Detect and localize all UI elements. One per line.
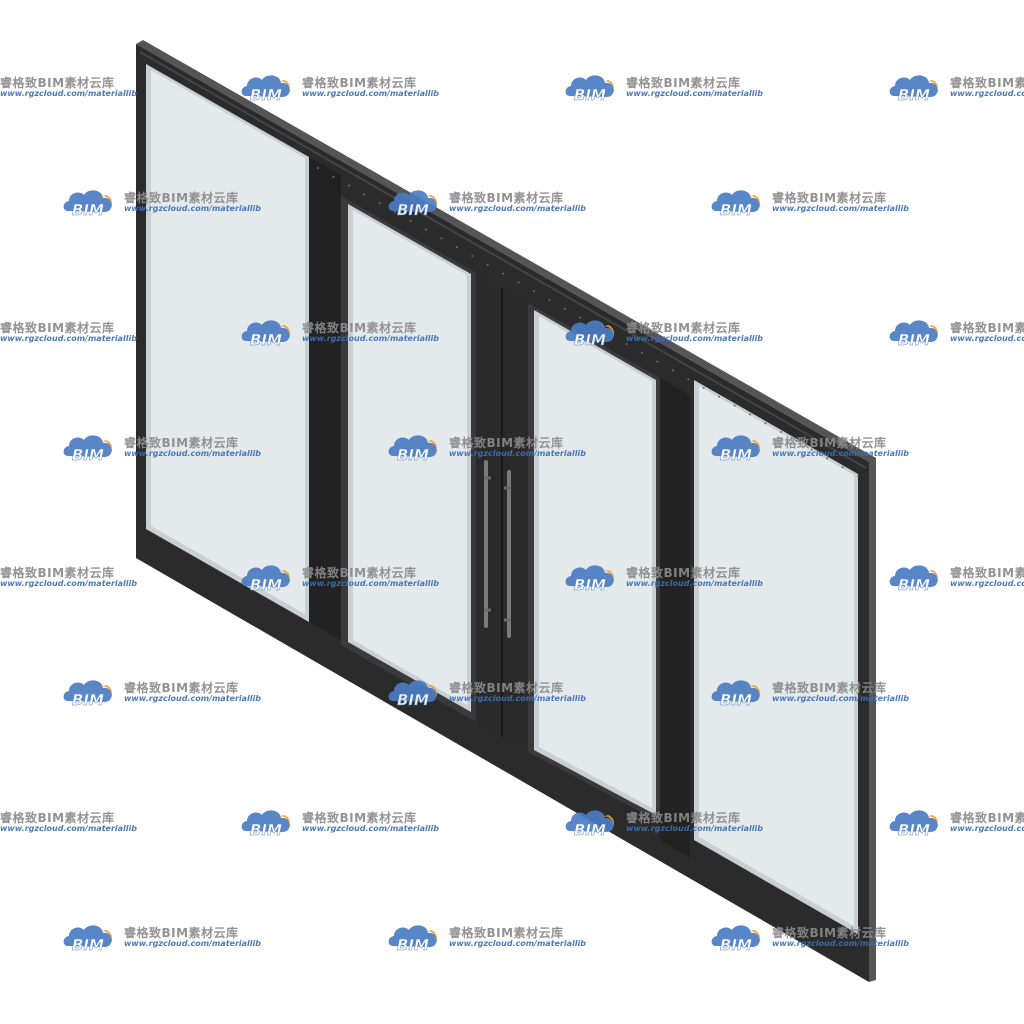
rivet: [455, 246, 458, 249]
glass-panel-3: [528, 303, 660, 822]
rivet: [517, 281, 520, 284]
rivet: [779, 431, 782, 433]
door-handles: [484, 460, 511, 638]
rivet: [579, 316, 582, 319]
rivet: [548, 299, 551, 301]
rivet: [857, 475, 859, 477]
glass-panel-2: [341, 196, 476, 722]
rivet: [425, 228, 427, 231]
rivet: [363, 193, 366, 196]
transom-rivets: [317, 167, 859, 477]
rivet: [795, 439, 798, 442]
rivet: [317, 167, 319, 169]
rivet: [347, 184, 350, 187]
rivet: [733, 404, 736, 407]
rivet: [656, 360, 659, 363]
rivet: [471, 255, 474, 257]
handle-right: [507, 470, 511, 638]
rivet: [502, 272, 505, 275]
rivet: [687, 378, 690, 381]
rivet: [625, 343, 628, 345]
rivet: [440, 237, 443, 240]
rivet: [486, 263, 489, 266]
rivet: [594, 325, 597, 328]
glass-panel-4: [694, 380, 858, 934]
rivet: [409, 219, 412, 222]
rivet: [533, 290, 535, 293]
rivet: [671, 369, 674, 372]
rivet: [702, 387, 705, 389]
frame-highlight: [139, 51, 867, 469]
rivet: [332, 175, 335, 178]
rivet: [718, 395, 721, 398]
rivet: [749, 413, 751, 416]
rivet: [563, 307, 566, 310]
rivet: [394, 211, 397, 213]
mullion-2: [660, 378, 690, 858]
handle-left: [484, 460, 488, 628]
rivet: [641, 351, 643, 354]
rivet: [378, 202, 381, 205]
rivet: [841, 466, 844, 469]
rivet: [764, 422, 767, 425]
mullion-1: [309, 157, 341, 640]
rivet: [610, 334, 613, 337]
rivet: [826, 457, 829, 460]
rivet: [810, 448, 813, 451]
glass-panel-1: [146, 64, 309, 622]
